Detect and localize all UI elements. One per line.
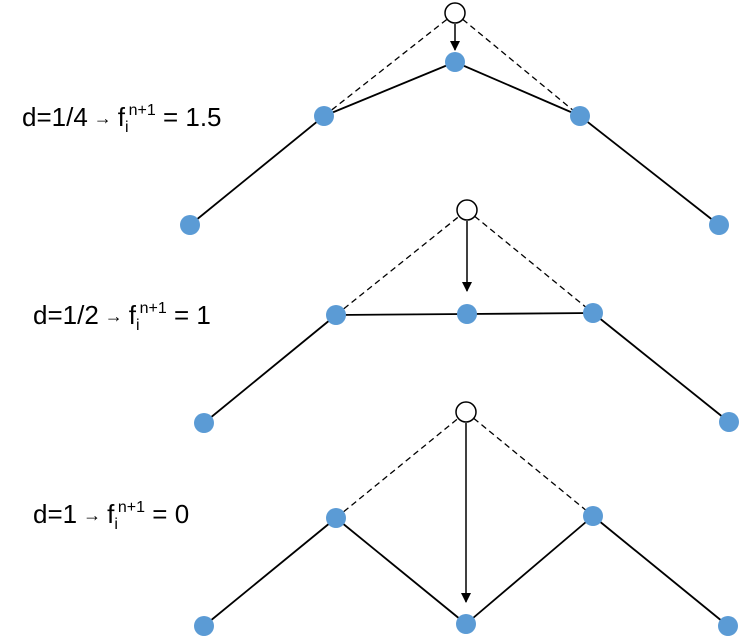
dashed-edge-left: [323, 12, 456, 117]
edge-outer-left: [203, 517, 337, 627]
label-sup: n+1: [128, 102, 156, 119]
edge-outer-right: [592, 312, 730, 423]
formula-label-d-one: d=1→fin+1 = 0: [33, 499, 190, 533]
edge-inner-left: [323, 61, 456, 117]
original-node: [444, 2, 466, 24]
label-sub: i: [136, 317, 140, 334]
node: [194, 413, 214, 433]
arrow-icon: →: [104, 306, 123, 326]
node: [570, 106, 590, 126]
smoothed-node: [445, 52, 465, 72]
formula-label-d-quarter: d=1/4→fin+1 = 1.5: [22, 102, 222, 136]
node: [194, 616, 214, 636]
label-rhs: = 0: [152, 499, 190, 529]
label-f: f: [117, 102, 126, 132]
node: [583, 303, 603, 323]
edge-outer-right: [592, 515, 729, 627]
edge-inner-right: [466, 312, 594, 315]
node: [719, 412, 739, 432]
panel-d-half: [194, 199, 739, 433]
node: [718, 616, 738, 636]
dashed-edge-left: [335, 209, 468, 316]
edge-outer-left: [189, 115, 325, 226]
node: [180, 215, 200, 235]
original-node: [456, 199, 478, 221]
node: [709, 215, 729, 235]
label-sup: n+1: [117, 499, 146, 516]
label-f: f: [107, 499, 115, 529]
smoothed-node: [456, 614, 476, 634]
node: [326, 305, 346, 325]
label-lhs: d=1/4: [22, 102, 88, 132]
edge-inner-left: [335, 517, 467, 625]
label-rhs: = 1: [173, 300, 211, 330]
dashed-edge-right: [465, 411, 594, 517]
label-lhs: d=1: [33, 499, 78, 529]
original-node: [455, 401, 477, 423]
node: [314, 106, 334, 126]
label-sub: i: [125, 119, 129, 136]
label-lhs: d=1/2: [33, 300, 99, 330]
node: [583, 506, 603, 526]
dashed-edge-left: [335, 411, 467, 519]
label-f: f: [128, 300, 137, 330]
edge-inner-right: [465, 515, 594, 625]
node: [326, 508, 346, 528]
edge-outer-right: [579, 115, 720, 226]
arrow-icon: →: [93, 108, 112, 128]
arrow-icon: →: [83, 505, 102, 525]
label-sup: n+1: [139, 300, 167, 317]
smoothed-node: [457, 304, 477, 324]
edge-inner-right: [454, 61, 581, 117]
edge-inner-left: [335, 313, 468, 316]
panel-d-one: [194, 401, 738, 636]
panel-d-quarter: [180, 2, 729, 235]
edge-outer-left: [203, 314, 337, 424]
label-sub: i: [114, 516, 118, 533]
label-rhs: = 1.5: [162, 102, 222, 132]
dashed-edge-right: [466, 209, 594, 314]
dashed-edge-right: [454, 12, 581, 117]
formula-label-d-half: d=1/2→fin+1 = 1: [33, 300, 211, 334]
